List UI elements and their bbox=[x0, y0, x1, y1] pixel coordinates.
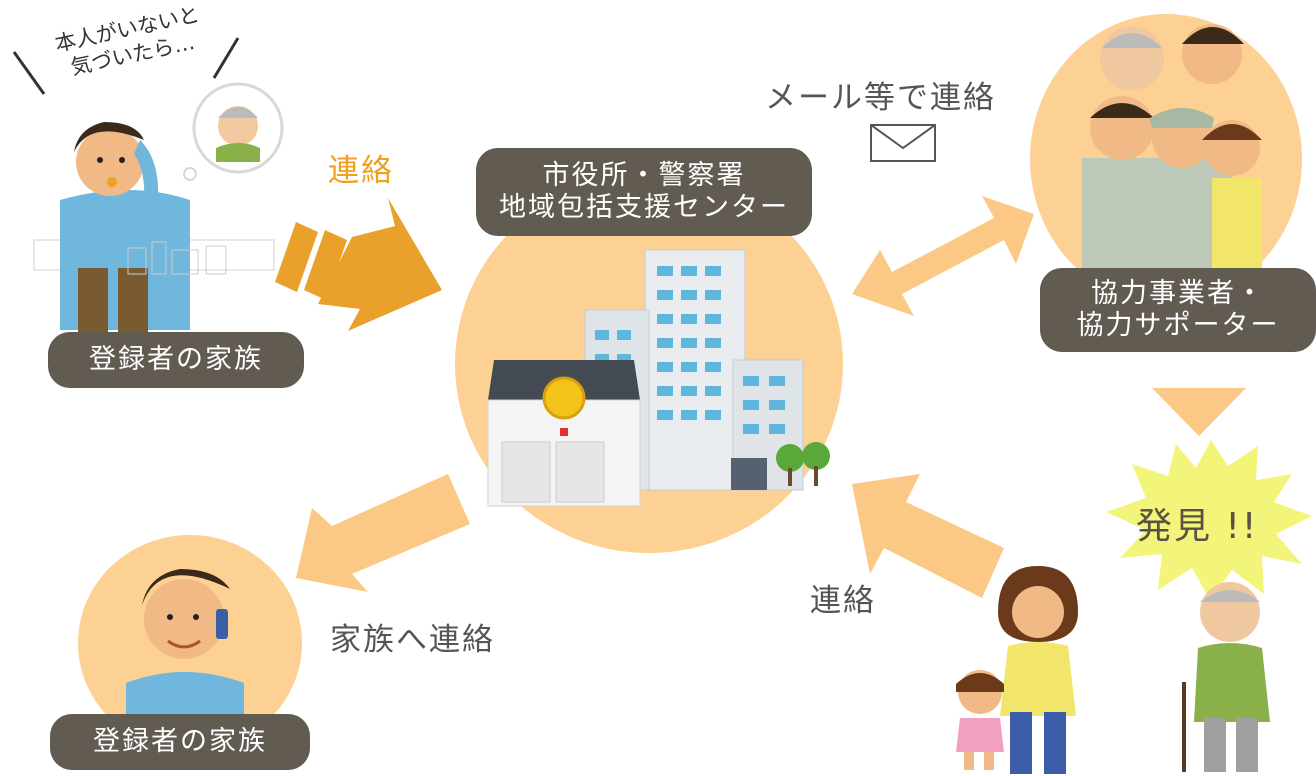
edge-label-center-to-partners: メール等で連絡 bbox=[765, 80, 996, 116]
envelope-icon bbox=[870, 124, 936, 162]
arrow-center-to-family bbox=[296, 474, 470, 592]
person-phone-icon bbox=[126, 569, 244, 735]
child-icon bbox=[956, 670, 1004, 770]
arrow-partners-to-found bbox=[1152, 388, 1246, 436]
edge-label-center-to-family: 家族へ連絡 bbox=[330, 622, 495, 658]
family-bottom-label: 登録者の家族 bbox=[50, 714, 310, 770]
town-silhouette bbox=[127, 241, 227, 275]
police-station-icon bbox=[487, 360, 641, 507]
family-top-label: 登録者の家族 bbox=[48, 332, 304, 388]
partners-label-line2: 協力サポーター bbox=[1076, 310, 1280, 341]
center-label: 市役所・警察署 地域包括支援センター bbox=[476, 148, 812, 236]
arrow-center-partners bbox=[852, 196, 1034, 316]
found-label: 発見 !! bbox=[1136, 506, 1259, 547]
elderly-person-icon bbox=[1182, 582, 1270, 772]
arrow-found-to-center bbox=[852, 474, 1004, 598]
arrow-family-to-center bbox=[275, 198, 442, 331]
center-label-line1: 市役所・警察署 bbox=[542, 159, 746, 191]
edge-label-family-to-center: 連絡 bbox=[328, 153, 394, 189]
worried-woman-icon bbox=[998, 566, 1078, 774]
center-label-line2: 地域包括支援センター bbox=[499, 192, 789, 223]
partners-group-icon bbox=[1082, 24, 1262, 278]
partners-label: 協力事業者・ 協力サポーター bbox=[1040, 268, 1316, 352]
partners-label-line1: 協力事業者・ bbox=[1091, 277, 1265, 309]
speech-bubble bbox=[183, 82, 284, 181]
tree-icon bbox=[776, 442, 830, 486]
edge-label-found-to-center: 連絡 bbox=[810, 583, 876, 619]
thought-slashes bbox=[12, 37, 240, 95]
worried-person-icon bbox=[33, 122, 275, 338]
discovery-burst bbox=[1106, 440, 1312, 600]
